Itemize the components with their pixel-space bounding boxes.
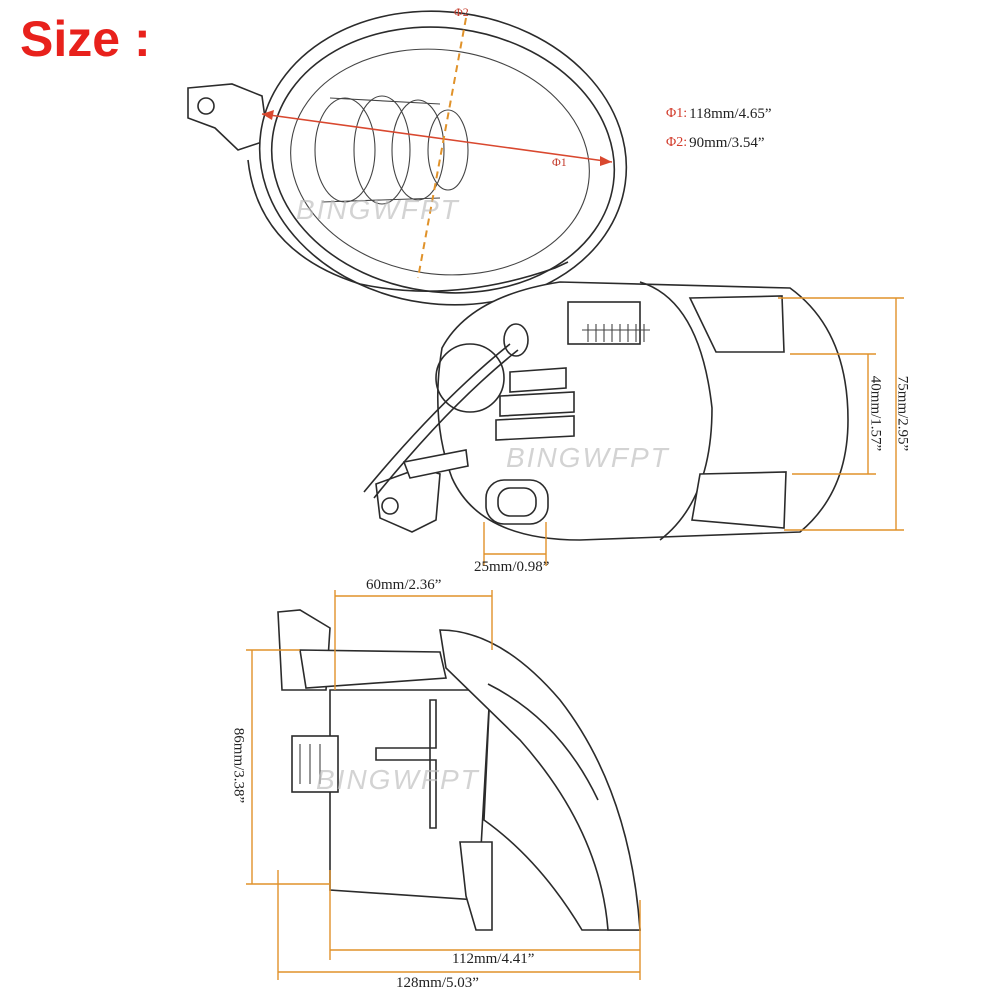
heat-sink-fins [495,367,575,441]
dim-label-128: 128mm/5.03” [396,975,479,991]
wire [363,343,511,493]
dim-label-40: 40mm/1.57” [867,375,884,452]
legend-value: 118mm/4.65” [689,105,772,122]
legend-key: Φ2: [666,135,688,150]
dim-label-75: 75mm/2.95” [894,375,911,452]
watermark: BINGWFPT [316,764,480,795]
bracket-bottom [459,841,493,931]
legend-value: 90mm/3.54” [689,134,765,151]
mounting-tab-front [187,83,269,151]
diameter-legend: Φ1: 118mm/4.65” Φ2: 90mm/3.54” [666,106,771,164]
inner-rim [290,48,590,276]
outer-housing [258,10,628,306]
dim-label-25: 25mm/0.98” [474,559,550,575]
plug-socket [485,479,549,525]
front-view [187,10,628,306]
mounting-hole [197,97,215,115]
led-projector [314,95,469,205]
rear-view [363,281,904,566]
housing-seam [639,281,713,541]
watermark: BINGWFPT [506,442,670,473]
callout-phi2: Φ2 [454,5,469,19]
callout-phi1: Φ1 [552,155,567,169]
legend-key: Φ1: [666,106,688,121]
phi2-line [417,17,467,279]
dim-label-112: 112mm/4.41” [452,951,535,967]
dim-label-86: 86mm/3.38” [230,727,247,804]
page-title: Size : [20,11,151,67]
vent-port [435,343,505,413]
wire-grommet [503,323,529,357]
legend-row-phi2: Φ2: 90mm/3.54” [666,135,771,151]
legend-row-phi1: Φ1: 118mm/4.65” [666,106,771,122]
watermark: BINGWFPT [296,194,460,225]
bottom-clip [691,471,787,529]
dim-label-60: 60mm/2.36” [366,577,442,593]
lower-bezel [247,159,569,292]
phi1-line [261,113,613,163]
top-clip [688,295,785,353]
side-view [246,590,641,980]
side-lens [439,629,641,931]
